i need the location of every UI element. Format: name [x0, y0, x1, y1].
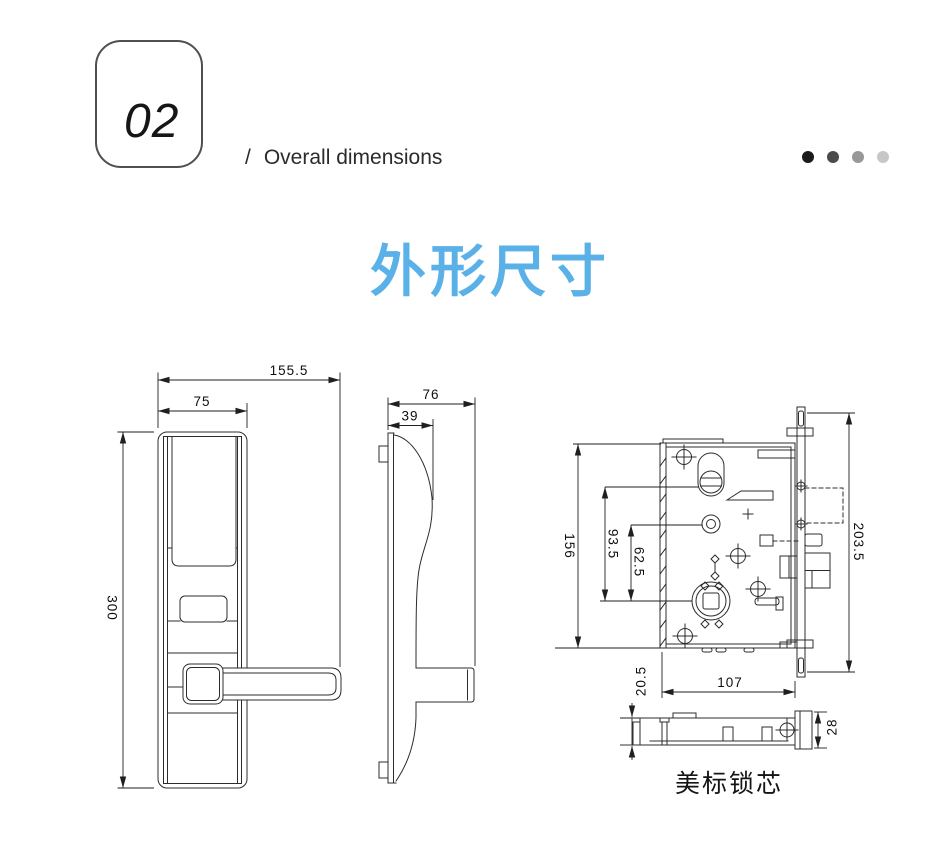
front-view: 155.5 75 300: [105, 363, 342, 789]
dim-hub-to-spindle: 62.5: [632, 547, 647, 577]
screw-hole: [672, 623, 698, 649]
dim-case-thickness: 20.5: [634, 666, 649, 696]
section-number: 02: [124, 95, 180, 148]
screw-hole: [725, 543, 751, 569]
dim-total-width: 155.5: [270, 363, 309, 378]
pagination-dot-3: [852, 151, 864, 163]
dim-cylinder-to-spindle: 93.5: [606, 529, 621, 559]
faceplate-screw: [794, 479, 808, 493]
dim-case-height: 156: [562, 533, 577, 559]
pagination-dot-4: [877, 151, 889, 163]
adjustment-marks: [700, 554, 724, 629]
subtitle-text: Overall dimensions: [263, 146, 443, 169]
screw-hole: [745, 576, 771, 602]
dim-faceplate-width: 28: [825, 718, 840, 735]
subtitle-slash: /: [245, 146, 251, 169]
latch-bolt: [804, 533, 823, 547]
keyway-circle: [699, 470, 723, 494]
hub-hole: [701, 514, 721, 534]
spindle-hole: [691, 581, 731, 621]
dim-body-width: 75: [193, 394, 210, 409]
lock-body-view: 156 93.5 62.5 203.5 107 20.5: [555, 406, 866, 760]
dim-body-height: 300: [105, 595, 120, 621]
handle-profile: [415, 667, 475, 703]
card-reader-panel: [171, 436, 237, 567]
faceplate-screw: [794, 517, 808, 531]
mounting-tab-bottom: [378, 761, 389, 779]
drawing-caption: 美标锁芯: [675, 770, 783, 798]
lock-top-view: [632, 710, 813, 750]
door-handle: [182, 663, 342, 705]
cylinder-hole: [697, 452, 725, 497]
dim-faceplate-height: 203.5: [851, 523, 866, 562]
side-view-dimensions: 76 39: [387, 387, 476, 666]
side-view: 76 39: [378, 387, 476, 784]
pagination-dot-1: [802, 151, 814, 163]
page-title: 外形尺寸: [370, 240, 610, 303]
screw-hole: [671, 444, 697, 470]
dim-total-depth: 76: [422, 387, 439, 402]
pagination-dot-2: [827, 151, 839, 163]
faceplate: [786, 406, 844, 678]
body-profile-curve: [393, 434, 433, 669]
dim-case-length: 107: [717, 675, 743, 690]
strike-box-dashed: [804, 487, 844, 524]
mounting-tab-top: [378, 445, 389, 463]
pagination-dots: [802, 151, 889, 163]
section-number-badge: 02: [95, 40, 203, 168]
keyhole-cover: [179, 595, 228, 623]
front-view-dimensions: 155.5 75 300: [105, 363, 341, 789]
edge-hatching: [659, 457, 667, 647]
latch-lever: [725, 490, 774, 501]
section-subtitle: / Overall dimensions: [245, 146, 442, 170]
faceplate-top-view: [794, 710, 813, 750]
dim-body-depth: 39: [401, 409, 418, 424]
screw-hole: [775, 718, 799, 742]
lock-body-dimensions: 156 93.5 62.5 203.5 107 20.5: [555, 412, 866, 760]
